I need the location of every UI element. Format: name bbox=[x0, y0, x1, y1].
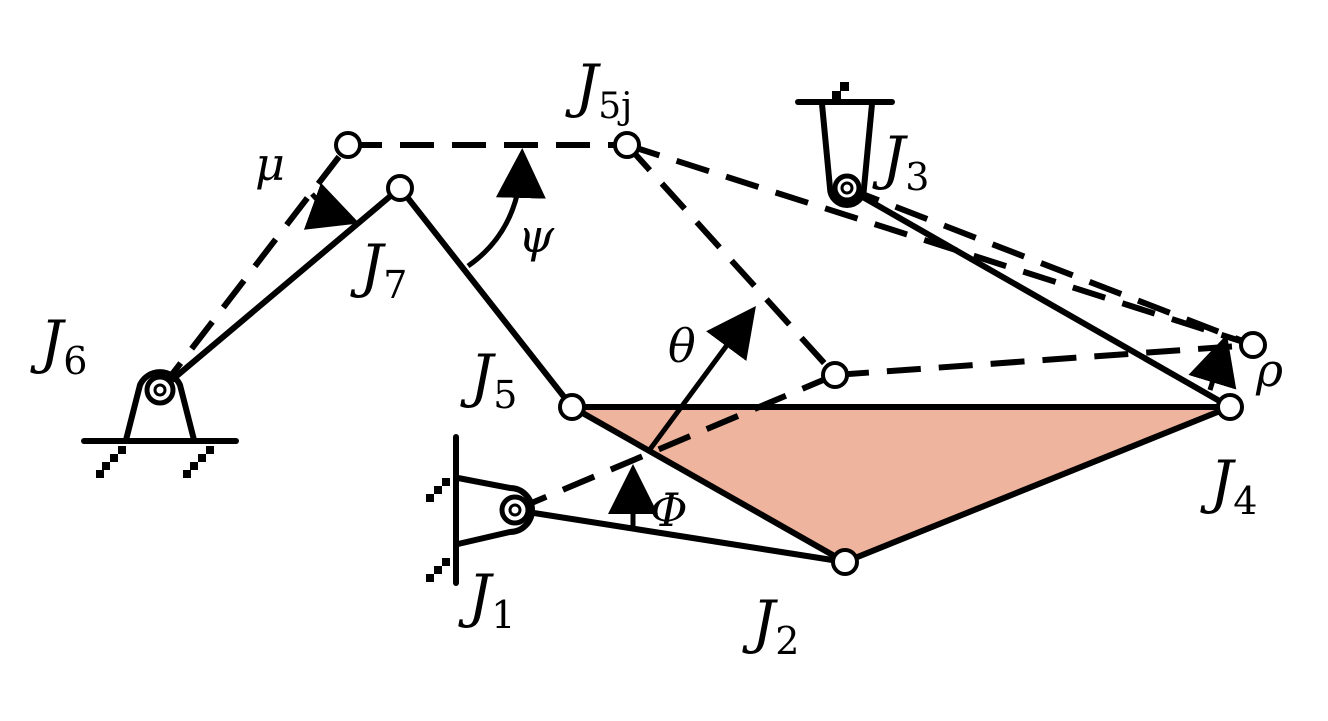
ground-hatch bbox=[118, 446, 126, 454]
psi-arc bbox=[466, 148, 546, 269]
dashed-links bbox=[157, 142, 1255, 513]
joint-j4 bbox=[1216, 393, 1244, 421]
dashed-link-j5j-rho bbox=[626, 142, 1254, 348]
dashed-link-j6-mu bbox=[157, 143, 351, 392]
wall-hatch bbox=[426, 574, 434, 582]
angle-arrows bbox=[303, 148, 1237, 528]
joint-rho bbox=[1239, 331, 1267, 359]
pivot-inner-j3 bbox=[840, 181, 854, 195]
wall-hatch bbox=[434, 486, 442, 494]
ground-support-j3 bbox=[795, 82, 895, 208]
solid-links bbox=[157, 185, 1233, 565]
link-j2-j4 bbox=[842, 404, 1233, 565]
label-j1: J1 bbox=[458, 562, 515, 637]
label-j7: J7 bbox=[350, 232, 407, 307]
link-j1-j2 bbox=[512, 507, 848, 565]
joint-j5 bbox=[558, 393, 586, 421]
mu-arrow bbox=[303, 182, 360, 230]
joint-j7 bbox=[386, 174, 414, 202]
ground-hatch bbox=[198, 454, 206, 462]
support-body-j3 bbox=[819, 101, 875, 208]
ceiling-hatch bbox=[832, 91, 841, 100]
pivot-inner-j1 bbox=[508, 503, 522, 517]
support-body-j6 bbox=[123, 369, 197, 443]
joint-mu bbox=[334, 131, 362, 159]
label-phi: Φ bbox=[650, 483, 688, 537]
joint-j5j bbox=[613, 131, 641, 159]
ground-hatch bbox=[102, 462, 110, 470]
angle-labels: μ ψ θ Φ ρ bbox=[255, 137, 1283, 537]
wall-hatch bbox=[434, 566, 442, 574]
link-j6-j7 bbox=[157, 185, 403, 393]
dashed-link-j1-mid bbox=[513, 372, 837, 513]
dashed-link-mid-rho bbox=[834, 342, 1254, 378]
label-mu: μ bbox=[255, 137, 285, 191]
coupler-triangle bbox=[572, 407, 1230, 562]
label-psi: ψ bbox=[518, 209, 555, 263]
ceiling-hatch bbox=[840, 82, 849, 91]
label-j5: J5 bbox=[460, 342, 517, 417]
label-theta: θ bbox=[668, 319, 696, 373]
joint-j2 bbox=[831, 548, 859, 576]
link-j7-j5 bbox=[397, 185, 575, 410]
support-body-j1 bbox=[455, 475, 535, 547]
link-j5-j2 bbox=[569, 404, 848, 565]
ground-hatch bbox=[190, 462, 198, 470]
dashed-link-j3-rho bbox=[845, 185, 1255, 348]
ground-hatch bbox=[96, 470, 104, 478]
joint-circles bbox=[334, 131, 1267, 576]
rho-arrow bbox=[1188, 334, 1237, 391]
label-j3: J3 bbox=[872, 124, 929, 199]
ground-hatch bbox=[110, 454, 118, 462]
wall-hatch bbox=[442, 478, 450, 486]
wall-hatch bbox=[442, 558, 450, 566]
wall-hatch bbox=[426, 494, 434, 502]
label-j6: J6 bbox=[30, 308, 87, 383]
pivot-inner-j6 bbox=[153, 383, 167, 397]
label-j5j: J5j bbox=[565, 52, 632, 127]
ground-hatch bbox=[183, 470, 191, 478]
label-rho: ρ bbox=[1255, 343, 1283, 397]
label-j2: J2 bbox=[742, 588, 799, 663]
theta-arrow bbox=[645, 305, 756, 454]
ground-support-j6 bbox=[81, 369, 239, 478]
label-j4: J4 bbox=[1200, 448, 1257, 523]
ground-hatch bbox=[206, 446, 214, 454]
ground-support-j1 bbox=[426, 434, 535, 586]
link-j3-j4 bbox=[844, 185, 1233, 410]
joint-mid bbox=[821, 361, 849, 389]
